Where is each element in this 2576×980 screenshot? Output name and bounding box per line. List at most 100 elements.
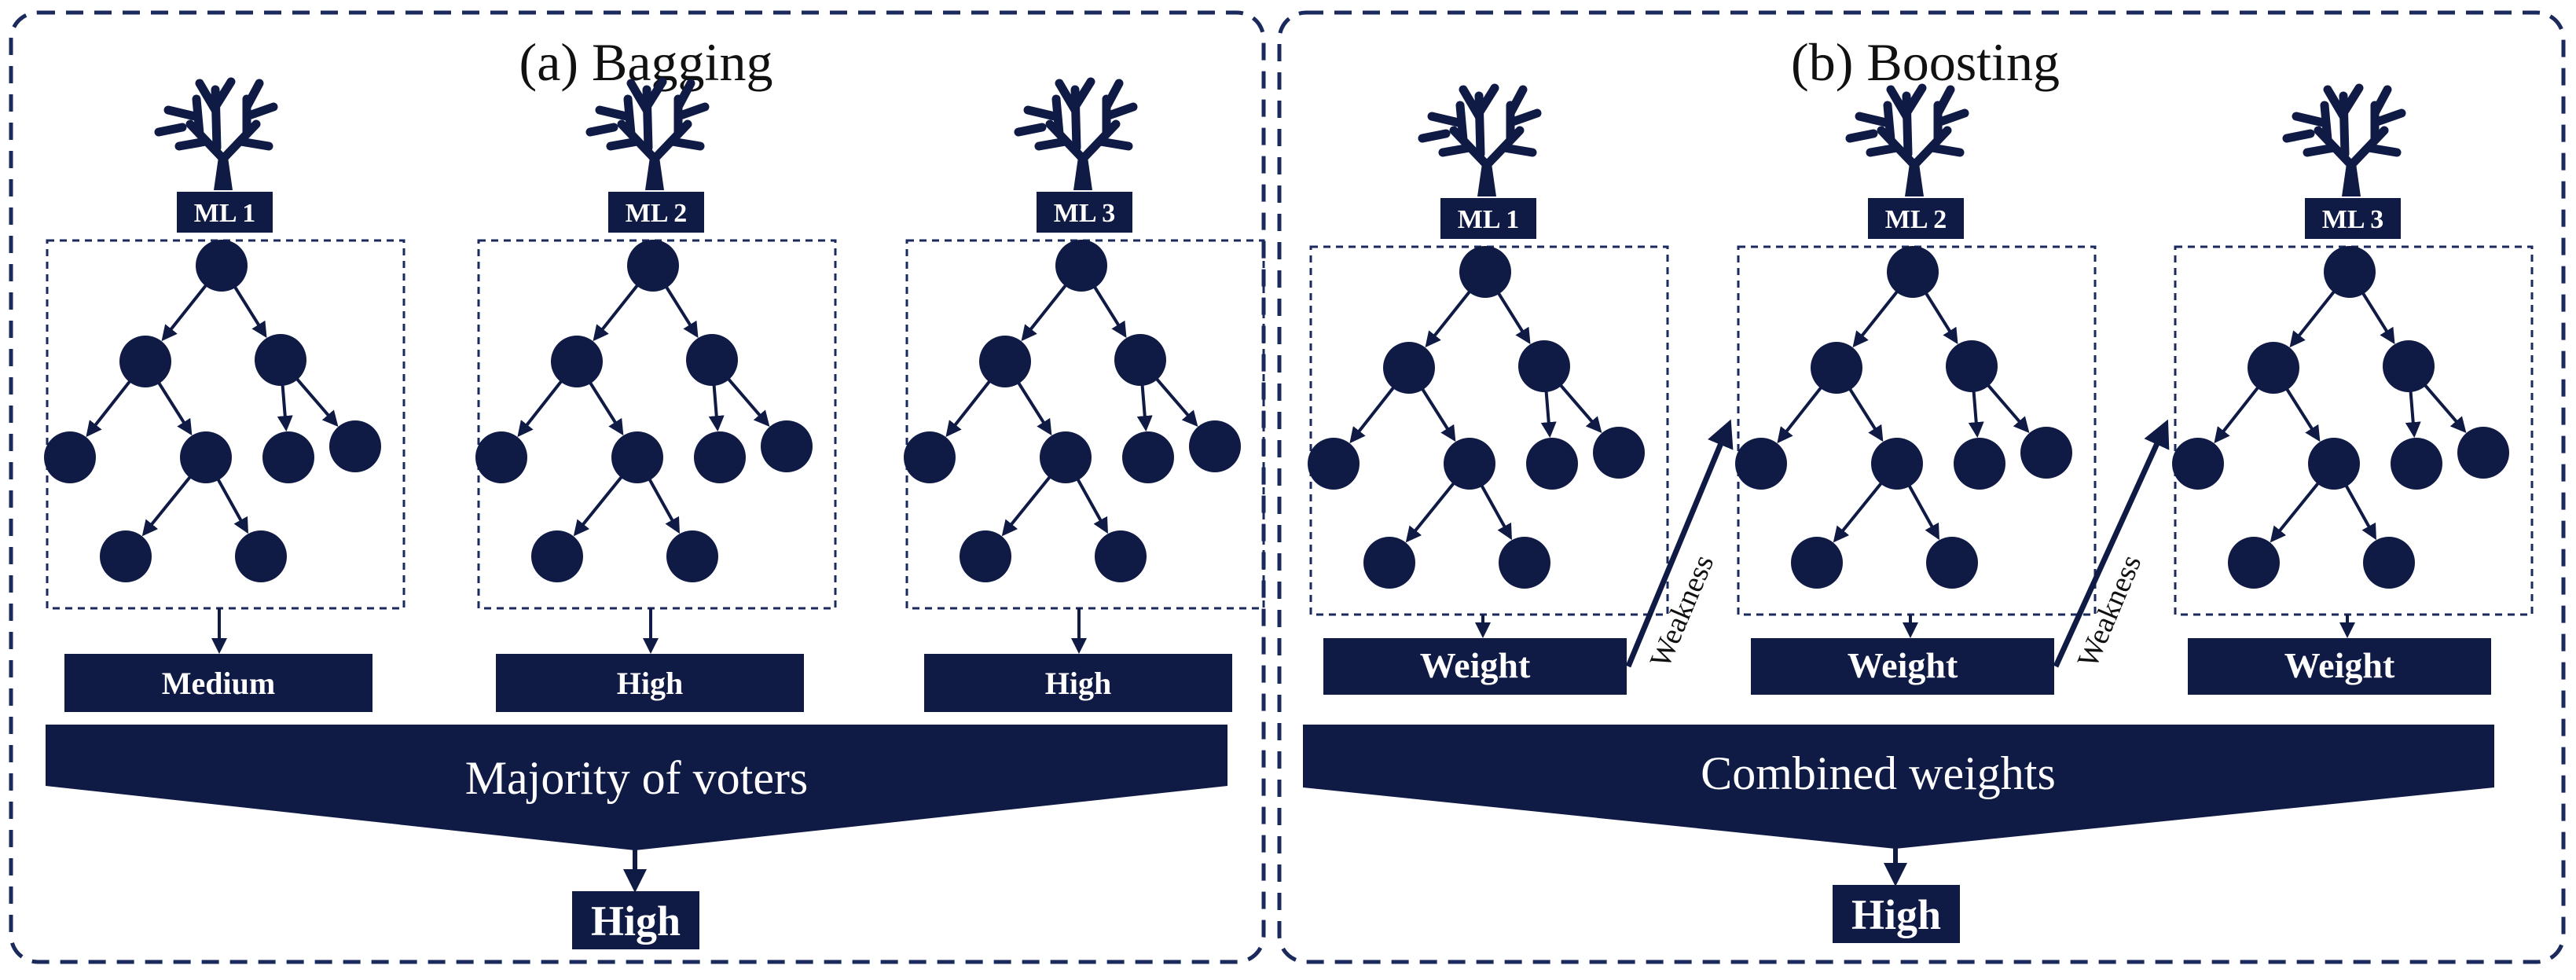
tree-node [1122,431,1174,483]
bagging-model-3: ML 3 High [904,77,1265,712]
model-label: ML 1 [1458,205,1519,234]
tree-edge [289,370,339,428]
tree-edge [228,277,267,339]
tree-node [1526,438,1578,490]
model-output: Weight [2284,645,2395,685]
tree-edge [1777,379,1829,444]
model-output-box [64,654,372,712]
tree-edge [2339,476,2376,541]
model-label: ML 3 [1054,199,1115,228]
tree-node [119,336,171,387]
tree-edge [721,370,770,428]
tree-edge [1852,283,1905,348]
tree-edge [1071,470,1108,534]
bagging-aggregator-label: Majority of voters [465,752,809,804]
boosting-title: (b) Boosting [1791,32,2060,92]
tree-node [666,530,718,582]
tree-node [1095,530,1147,582]
tree-node [1040,431,1092,483]
tree-node [2172,438,2224,490]
model-output-box [2188,638,2491,695]
tree-edge [2356,284,2395,345]
tree-node [686,334,738,386]
tree-node [196,240,248,292]
tree-edge [2280,380,2321,442]
tree-node [2308,438,2360,490]
tree-edge [517,373,569,438]
tree-node [1871,438,1923,490]
model-output-box [1323,638,1627,695]
model-output: Weight [1420,645,1531,685]
tree-edge [1553,376,1602,434]
model-label: ML 2 [626,199,687,228]
tree-edge [2214,379,2266,444]
tree-silhouette-icon [1845,83,1969,196]
tree-node [2228,537,2280,589]
tree-node [551,336,603,387]
tree-edge [1415,380,1456,442]
boosting-result-box [1833,885,1960,943]
tree-node [979,336,1031,387]
tree-edge [152,373,193,436]
tree-node [1811,342,1862,394]
tree-edge [1405,475,1462,543]
model-label-box [608,192,704,233]
weakness-arrow [1625,419,1734,668]
tree-node [1189,420,1241,472]
tree-edge [1011,373,1052,436]
tree-node [2391,438,2442,490]
tree-node [180,431,232,483]
tree-silhouette-icon [2282,83,2406,196]
tree-edge [2289,283,2342,348]
bagging-model-2: ML 2 High [475,77,837,712]
tree-edge [1425,283,1477,348]
tree-silhouette-icon [585,77,710,190]
tree-edge [1980,376,2030,434]
tree-node [44,431,96,483]
tree-node [1946,340,1998,392]
model-label-box [1037,192,1132,233]
model-output-box [924,654,1232,712]
model-output: High [1045,666,1111,701]
tree-edge [1903,476,1939,541]
tree-silhouette-icon [1418,83,1542,196]
model-output-box [496,654,804,712]
tree-node [1459,246,1511,298]
boosting-aggregator-label: Combined weights [1701,747,2056,799]
tree-edge [573,468,629,537]
tree-node [1444,438,1495,490]
bagging-aggregator-banner [46,725,1227,850]
tree-node [1926,537,1978,589]
model-label: ML 2 [1885,205,1947,234]
tree-node [1383,342,1435,394]
tree-node [1499,537,1550,589]
tree-edge [2270,475,2326,543]
tree-node [611,431,663,483]
tree-edge [141,468,198,537]
tree-node [100,530,152,582]
tree-edge [659,277,699,339]
tree-edge [1349,379,1401,444]
tree-node [1518,340,1570,392]
tree-edge [161,277,214,342]
tree-node [1735,438,1787,490]
tree-node [2324,246,2376,298]
model-label-box [2305,198,2401,239]
boosting-model-1: ML 1 Weight [1308,83,1669,695]
tree-edge [1492,284,1531,345]
model-output: High [617,666,683,701]
tree-edge [1088,277,1127,339]
weakness-link-2: Weakness [2053,419,2170,673]
tree-node [761,420,813,472]
tree-silhouette-icon [154,77,278,190]
bagging-result-label: High [591,897,681,945]
tree-edge [583,373,624,436]
tree-node [2383,340,2435,392]
tree-edge [1001,468,1058,537]
tree-edge [211,470,248,534]
tree-node [2248,342,2299,394]
tree-edge [1149,370,1198,428]
